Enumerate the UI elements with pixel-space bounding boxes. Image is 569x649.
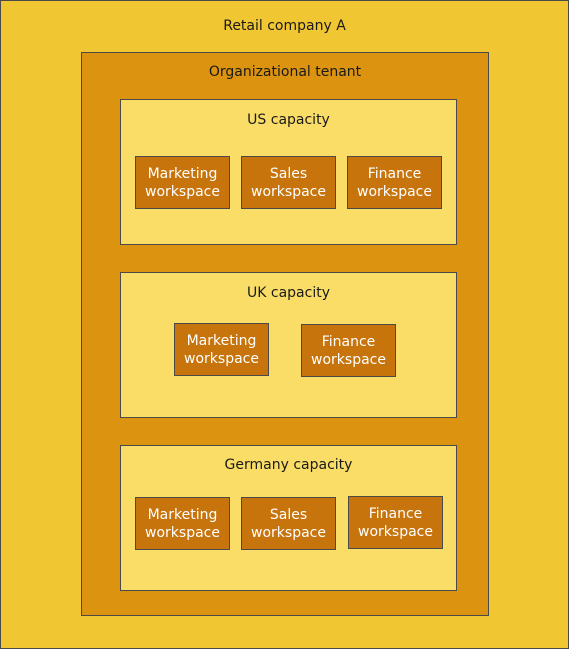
organizational-tenant-container: Organizational tenant US capacity Market…: [81, 52, 489, 616]
uk-capacity-container: UK capacity Marketing workspace Finance …: [120, 272, 457, 418]
germany-sales-workspace: Sales workspace: [241, 497, 336, 550]
us-sales-workspace: Sales workspace: [241, 156, 336, 209]
tenant-label: Organizational tenant: [208, 64, 362, 80]
uk-finance-workspace: Finance workspace: [301, 324, 396, 377]
company-label: Retail company A: [223, 18, 346, 34]
uk-marketing-workspace: Marketing workspace: [174, 323, 269, 376]
us-capacity-label: US capacity: [247, 112, 330, 128]
us-marketing-workspace: Marketing workspace: [135, 156, 230, 209]
germany-capacity-container: Germany capacity Marketing workspace Sal…: [120, 445, 457, 591]
uk-capacity-label: UK capacity: [247, 285, 330, 301]
germany-marketing-workspace: Marketing workspace: [135, 497, 230, 550]
us-capacity-container: US capacity Marketing workspace Sales wo…: [120, 99, 457, 245]
germany-capacity-label: Germany capacity: [224, 457, 353, 473]
germany-finance-workspace: Finance workspace: [348, 496, 443, 549]
us-finance-workspace: Finance workspace: [347, 156, 442, 209]
